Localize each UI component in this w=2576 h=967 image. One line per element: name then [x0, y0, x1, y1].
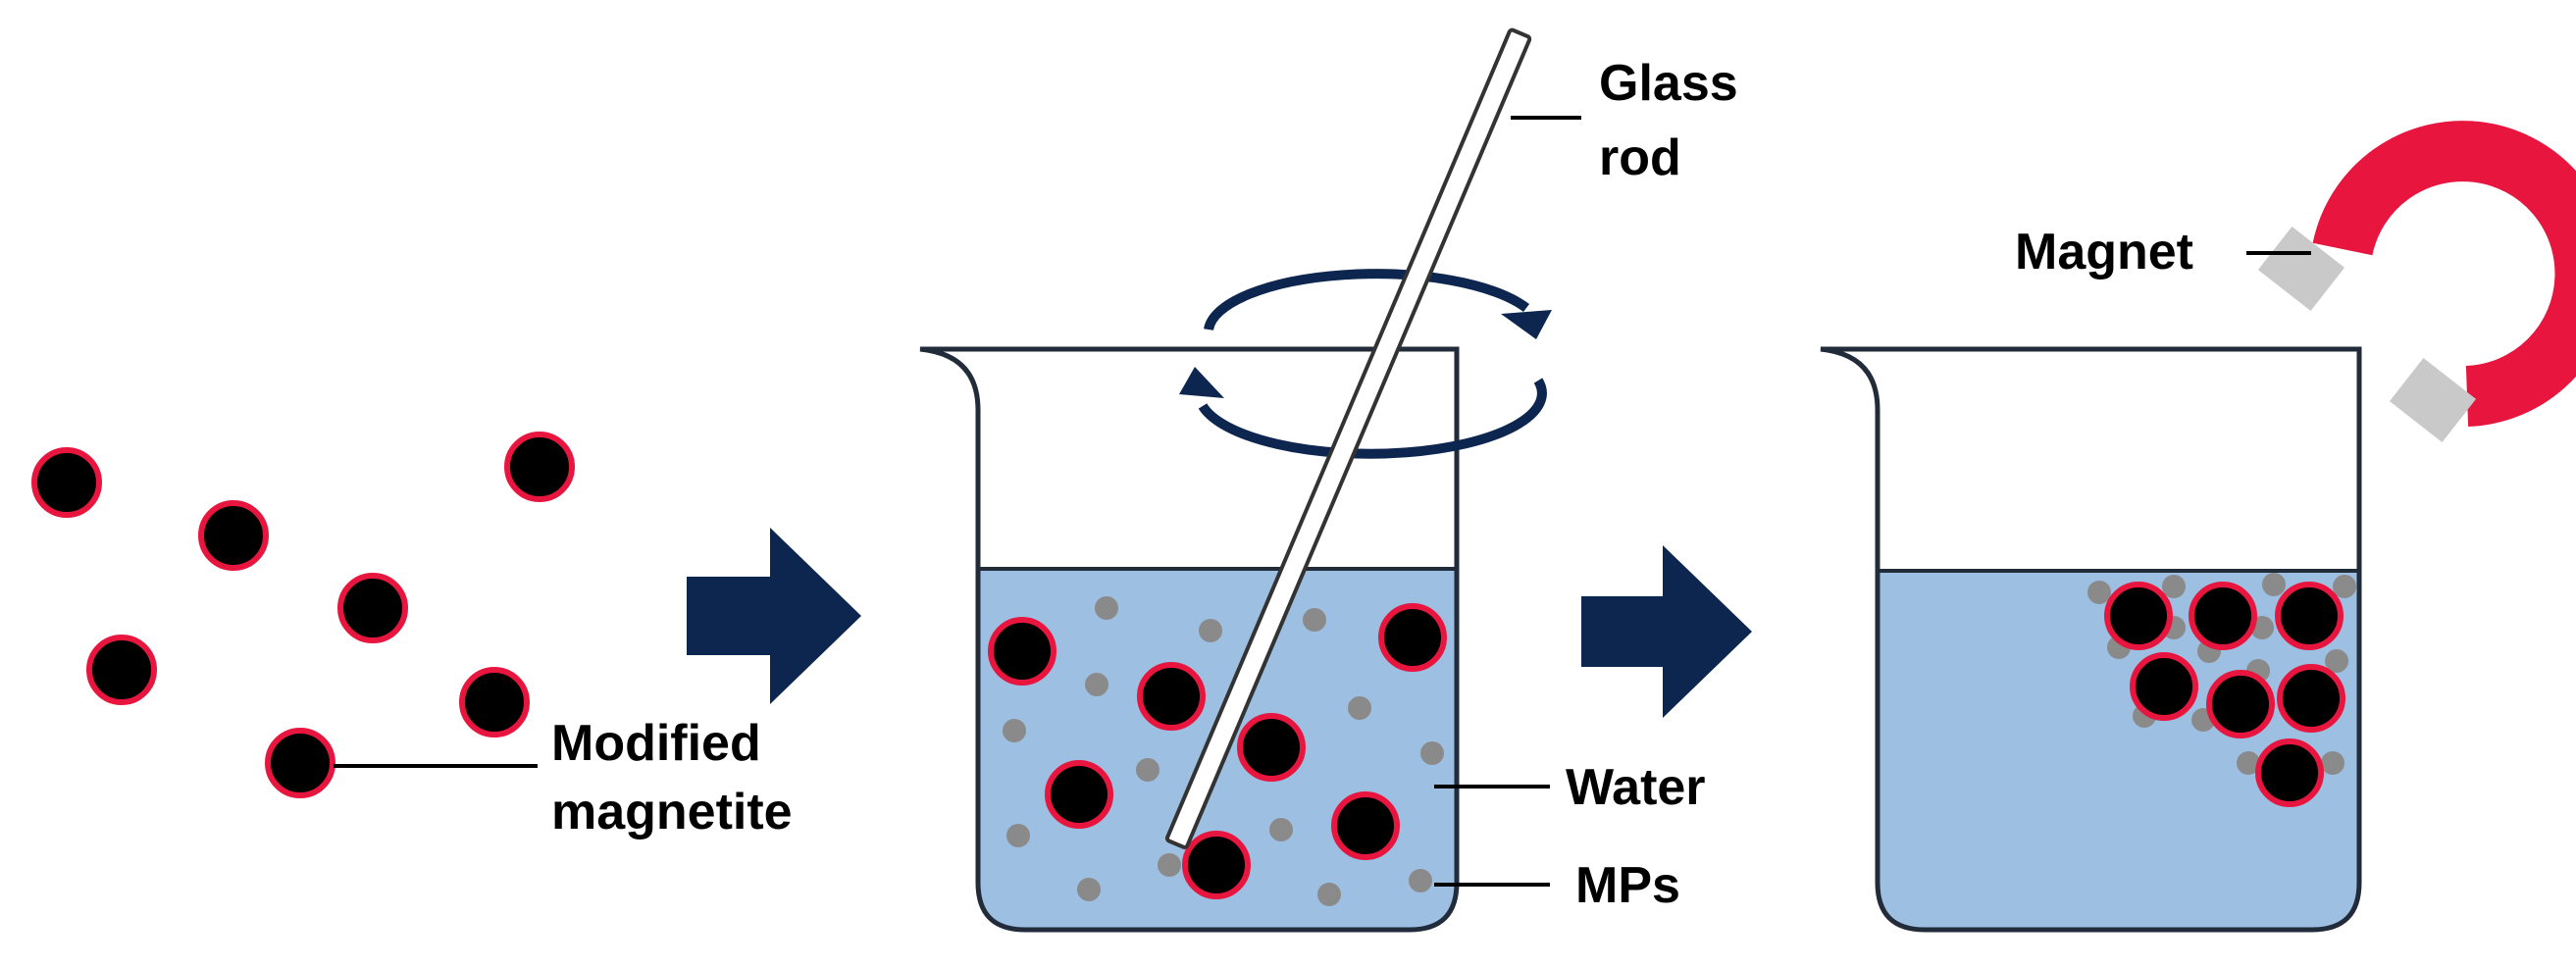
- magnet-body: [2312, 121, 2576, 427]
- stirring-beaker: [919, 27, 1552, 933]
- rotation-indicator: [1198, 269, 1547, 459]
- mp-dot: [2087, 581, 2111, 604]
- mp-dot: [1095, 596, 1118, 620]
- magnetite-particle: [2206, 670, 2275, 738]
- magnetite-particle: [1045, 760, 1113, 829]
- magnetite-particle: [198, 500, 269, 571]
- mp-dot: [1348, 696, 1371, 720]
- beaker-outline: [1820, 346, 2362, 933]
- magnetite-particle: [337, 573, 408, 643]
- magnetite-particle: [459, 667, 530, 738]
- rotation-arrowhead-right: [1501, 310, 1552, 339]
- magnet-pole-bottom: [2389, 358, 2477, 442]
- free-particles-group: [31, 432, 575, 798]
- mp-dot: [1085, 673, 1108, 696]
- dispersed-particles: [988, 603, 1447, 899]
- modified-magnetite-label-1: Modified: [551, 715, 761, 772]
- magnetite-particle: [988, 617, 1056, 686]
- magnetite-particle: [2189, 582, 2257, 650]
- magnetite-particle: [2277, 664, 2345, 733]
- mp-dot: [2262, 573, 2286, 596]
- mp-dot: [1003, 719, 1026, 742]
- magnetite-particle: [1182, 831, 1251, 899]
- magnetite-particle: [504, 432, 575, 502]
- magnet-label: Magnet: [2015, 224, 2193, 280]
- mp-dot: [2333, 575, 2356, 598]
- glass-rod: [1164, 27, 1532, 849]
- magnetite-particle: [31, 447, 102, 518]
- mp-dot: [1158, 853, 1181, 877]
- mp-dot: [2321, 751, 2344, 775]
- magnetite-particle: [265, 728, 335, 798]
- mp-dot: [1409, 869, 1432, 892]
- mp-dot: [2237, 751, 2260, 775]
- mp-dot: [1136, 758, 1159, 782]
- water-fill: [1878, 571, 2359, 930]
- glass-rod-body: [1164, 27, 1532, 849]
- magnetite-particle: [2275, 582, 2344, 650]
- magnetite-particle: [2104, 582, 2173, 650]
- rotation-arc-bottom: [1198, 378, 1547, 459]
- mp-dot: [1077, 878, 1101, 901]
- mp-dot: [1303, 608, 1326, 632]
- magnetite-particle: [1237, 713, 1306, 782]
- glass-rod-label-2: rod: [1599, 129, 1681, 186]
- process-arrow-1: [687, 528, 861, 704]
- beaker-outline: [919, 346, 1460, 933]
- mp-dot: [1269, 818, 1293, 841]
- mp-dot: [1199, 619, 1222, 642]
- magnet-pole-top: [2257, 227, 2345, 311]
- process-arrow-2: [1581, 545, 1752, 718]
- mp-dot: [1420, 741, 1444, 765]
- magnetite-particle: [2255, 738, 2324, 807]
- rotation-arrowhead-left: [1179, 367, 1224, 398]
- modified-magnetite-label-2: magnetite: [551, 784, 793, 840]
- separation-beaker: [1820, 346, 2362, 933]
- horseshoe-magnet: [2257, 121, 2576, 442]
- glass-rod-label-1: Glass: [1599, 55, 1738, 112]
- mp-dot: [1006, 824, 1030, 847]
- magnetite-particle: [86, 635, 157, 705]
- rotation-arc-top: [1204, 269, 1530, 331]
- water-label: Water: [1566, 759, 1706, 816]
- magnetite-particle: [1137, 662, 1206, 731]
- microplastics: [1003, 596, 1444, 906]
- mp-dot: [1317, 883, 1341, 906]
- mps-label: MPs: [1575, 857, 1680, 914]
- mp-dot: [2162, 575, 2186, 598]
- captured-particles: [2104, 582, 2345, 807]
- magnetite-particle: [1378, 603, 1447, 672]
- mp-dot: [2325, 649, 2348, 673]
- magnetite-particle: [1331, 791, 1400, 860]
- magnetite-particle: [2130, 652, 2198, 721]
